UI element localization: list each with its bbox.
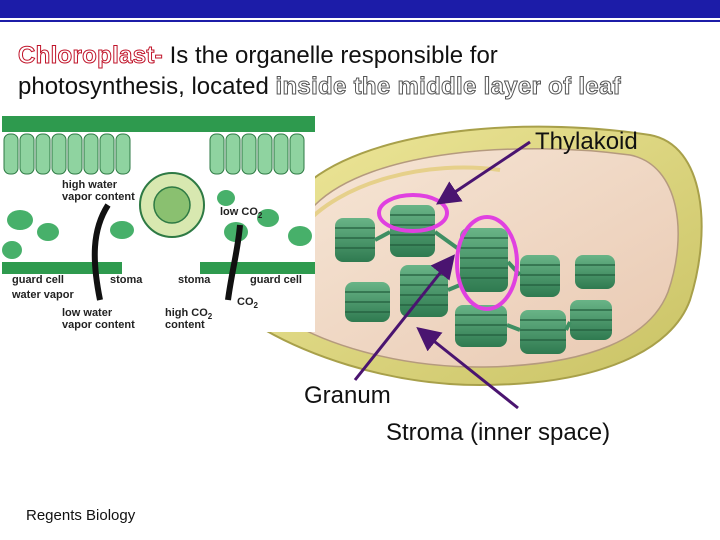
label-stoma-right: stoma [178,274,211,286]
granum-arrow [353,254,455,381]
co2-arrow [225,224,243,301]
spongy-cells [2,190,312,259]
thylakoid-arrow [436,140,531,205]
label-vapor-content-top: vapor content [62,191,135,203]
term-chloroplast: Chloroplast- [18,42,164,70]
water-vapor-arrow [91,203,111,301]
title-line1-rest: Is the organelle responsible for [162,42,498,69]
granum-highlight-circle [455,215,519,311]
label-granum: Granum [304,382,391,409]
vascular-bundle [139,172,205,238]
title-bar-divider [0,18,720,20]
granum-9 [570,300,612,340]
label-high-co2: high CO2 [165,307,213,321]
stroma-arrow [416,327,519,410]
grana-stacks [335,205,615,354]
label-low-water: low water [62,307,113,319]
label-guard-cell-left: guard cell [12,274,64,286]
title-bar [0,0,720,18]
granum-1 [335,218,375,262]
palisade-cells [3,133,305,175]
label-stoma-left: stoma [110,274,143,286]
label-co2: CO2 [237,296,259,310]
label-stroma: Stroma (inner space) [386,419,611,446]
label-content: content [165,319,205,331]
title-bar-underline [0,20,720,22]
label-guard-cell-right: guard cell [250,274,302,286]
thylakoid-highlight-circle [377,193,449,233]
label-high-water: high water [62,179,118,191]
label-water-vapor: water vapor [11,289,74,301]
slide-title: Chloroplast- Is the organelle responsibl… [18,40,708,102]
title-highlight: inside the middle layer of leaf [275,73,621,101]
stroma-lamellae [374,230,572,332]
label-vapor-content-bottom: vapor content [62,319,135,331]
granum-8 [520,310,566,354]
footer-course-name: Regents Biology [26,507,136,524]
label-low-co2: low CO2 [220,206,263,220]
granum-10 [575,255,615,289]
granum-6 [455,305,507,347]
granum-7 [520,255,560,297]
granum-5 [345,282,390,322]
granum-4 [460,228,508,292]
leaf-cross-section: high water vapor content low CO2 guard c… [2,116,315,332]
label-thylakoid: Thylakoid [535,128,638,155]
title-line2-start: photosynthesis, located [18,73,276,100]
